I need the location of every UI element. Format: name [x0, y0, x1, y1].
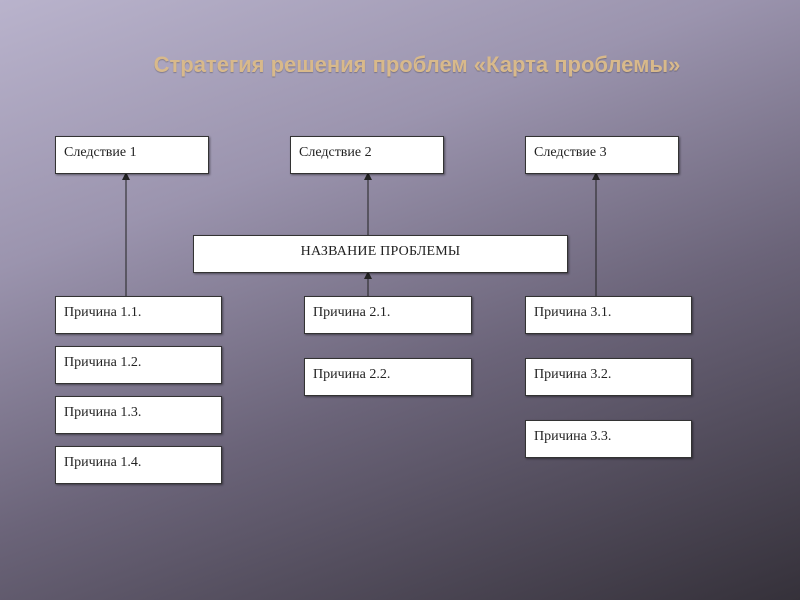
cause-1-4-box: Причина 1.4. [55, 446, 222, 484]
cause-3-2-box: Причина 3.2. [525, 358, 692, 396]
cause-1-3-box: Причина 1.3. [55, 396, 222, 434]
cause-3-1-box: Причина 3.1. [525, 296, 692, 334]
cause-3-3-box: Причина 3.3. [525, 420, 692, 458]
problem-box: НАЗВАНИЕ ПРОБЛЕМЫ [193, 235, 568, 273]
cause-2-1-box: Причина 2.1. [304, 296, 472, 334]
consequence-1-box: Следствие 1 [55, 136, 209, 174]
consequence-2-box: Следствие 2 [290, 136, 444, 174]
cause-2-2-box: Причина 2.2. [304, 358, 472, 396]
cause-1-2-box: Причина 1.2. [55, 346, 222, 384]
consequence-3-box: Следствие 3 [525, 136, 679, 174]
slide-title: Стратегия решения проблем «Карта проблем… [153, 52, 681, 77]
cause-1-1-box: Причина 1.1. [55, 296, 222, 334]
